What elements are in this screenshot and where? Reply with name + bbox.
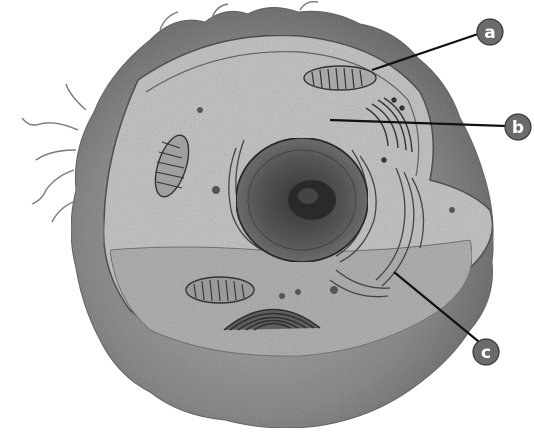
callout-a: a [477,19,503,45]
callout-b-label: b [512,118,524,138]
callout-c: c [473,339,499,365]
callout-a-label: a [484,23,495,43]
mitochondrion-top [304,66,376,90]
callout-c-label: c [481,343,491,363]
mitochondrion-bottom [186,277,254,303]
callout-b: b [505,114,531,140]
nucleolus [288,180,336,220]
